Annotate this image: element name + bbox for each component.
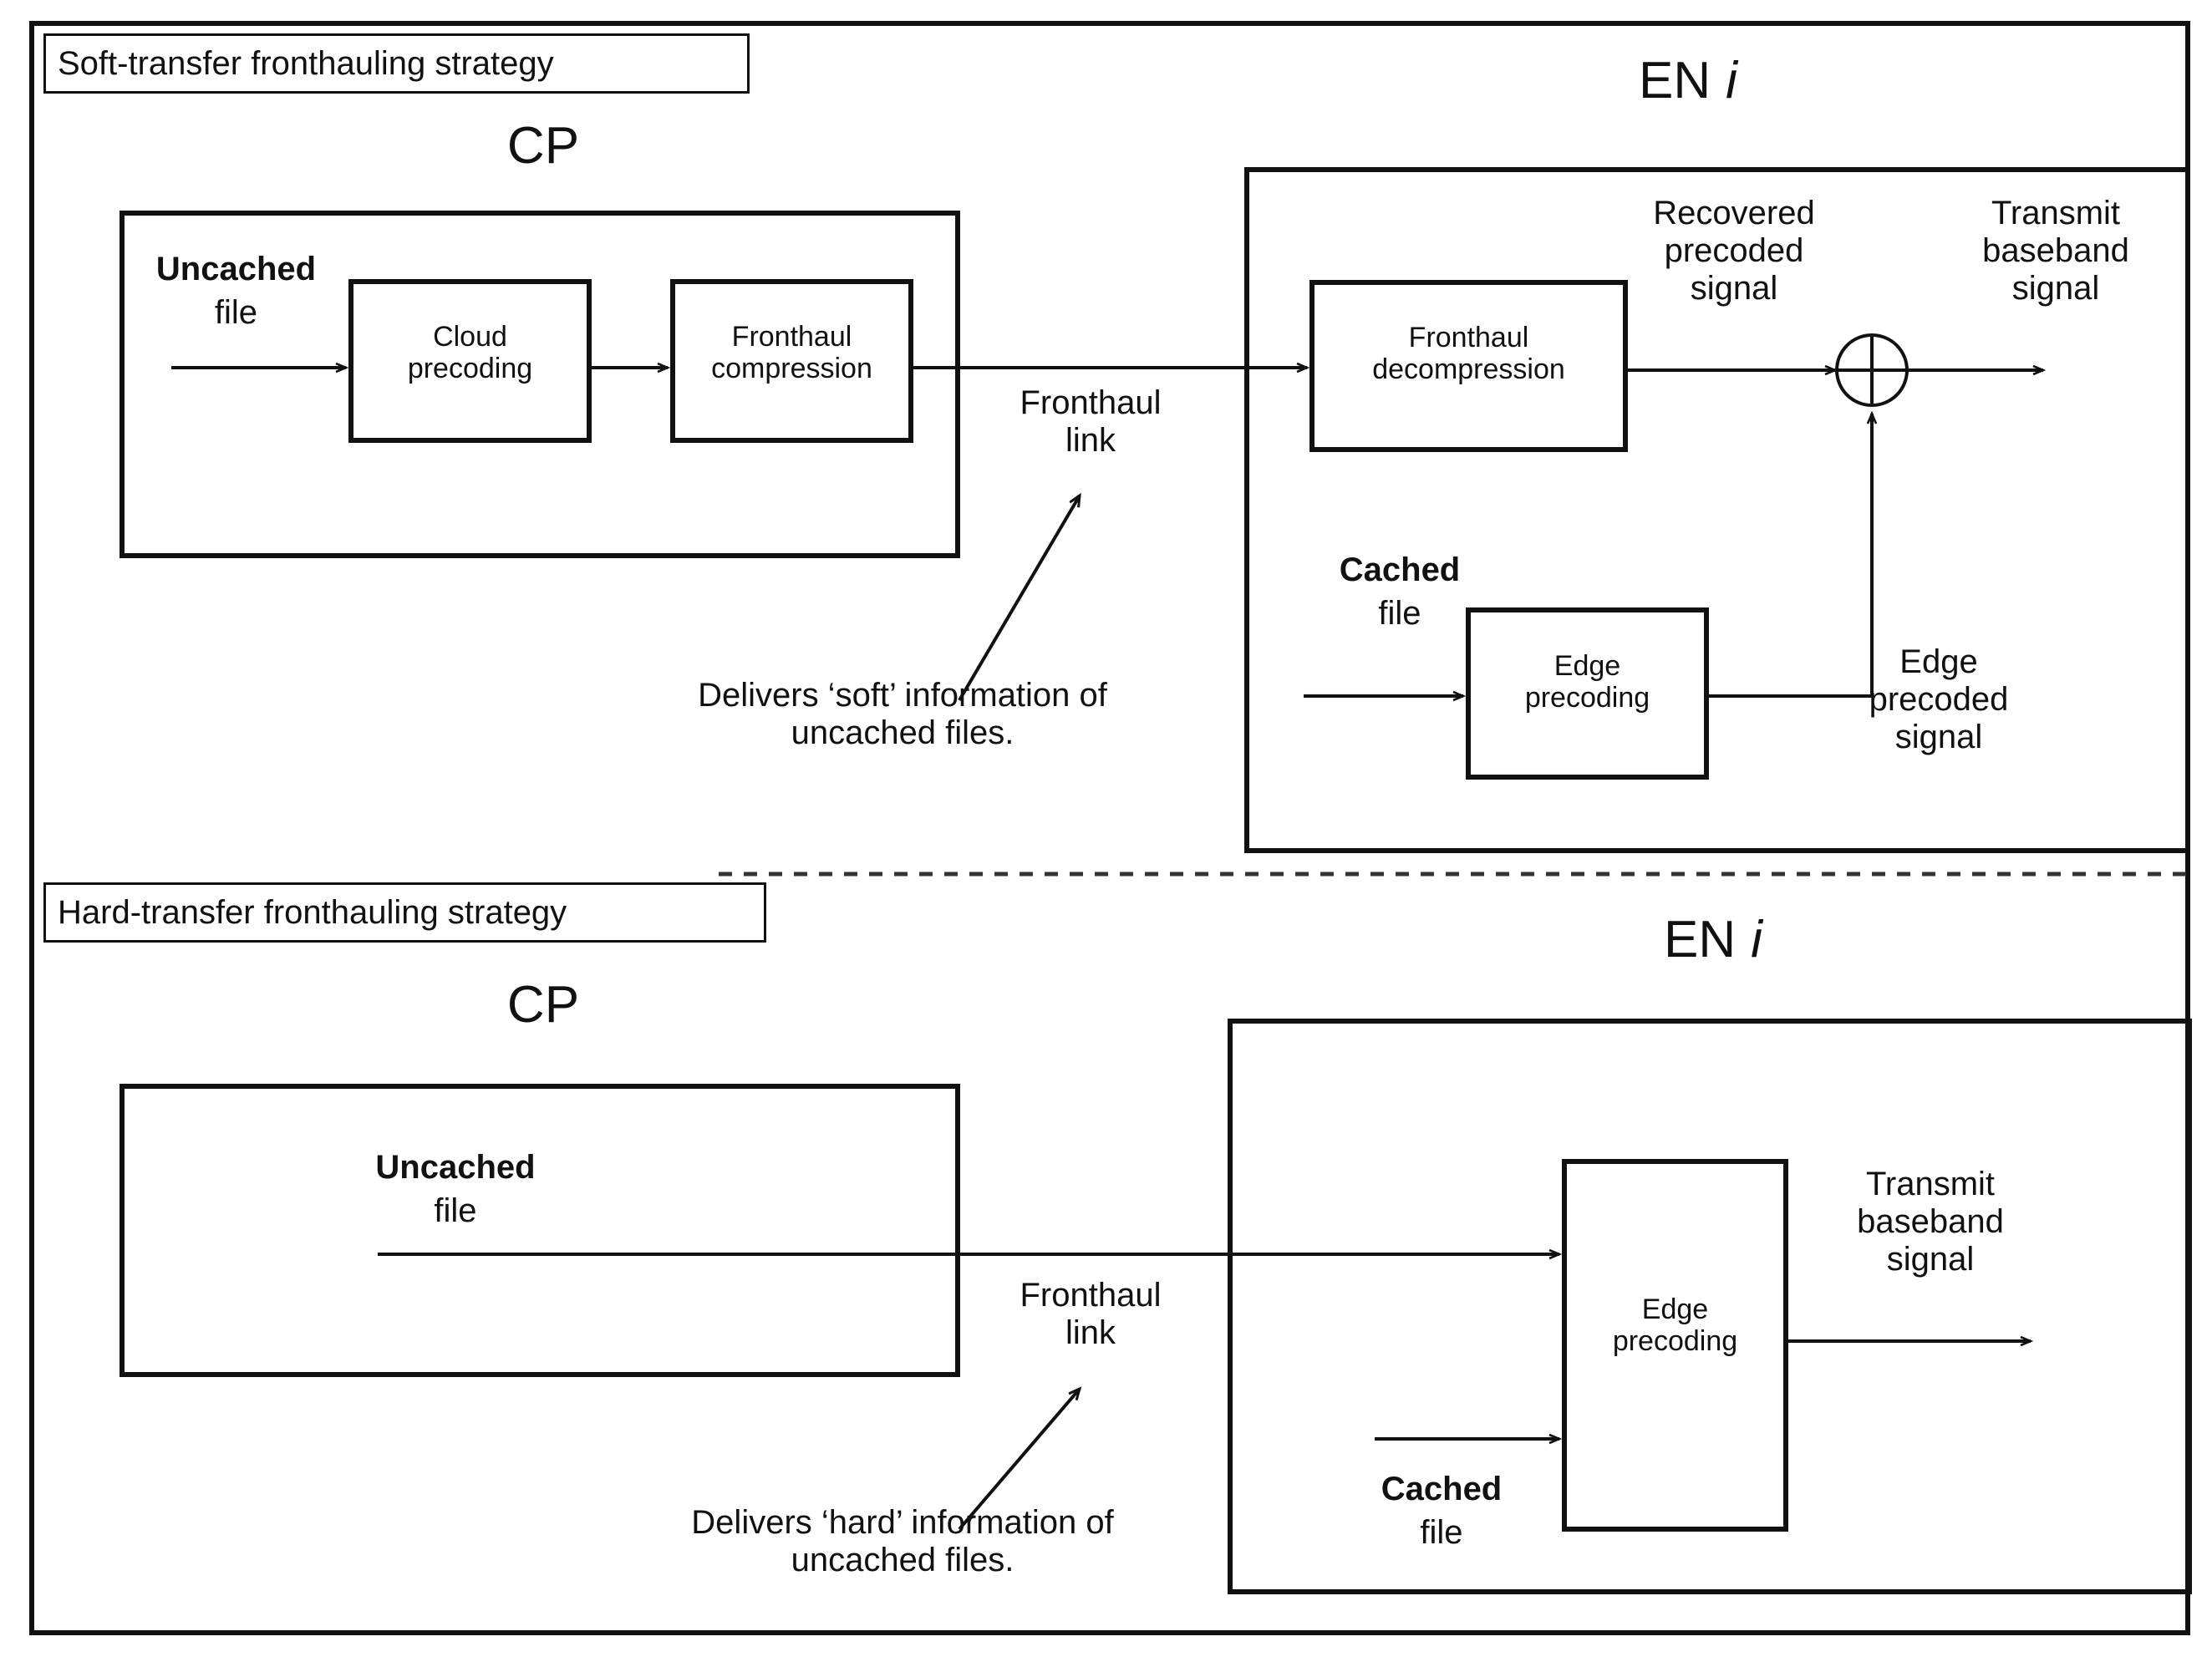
soft-strategy-tag: Soft-transfer fronthauling strategy bbox=[43, 33, 750, 94]
soft-recovered-precoded-signal-label: Recovered precoded signal bbox=[1653, 195, 1815, 307]
hard-en-title-text: EN bbox=[1664, 911, 1737, 968]
hard-edge-precoding-box bbox=[1562, 1159, 1788, 1532]
soft-uncached-file-plain: file bbox=[214, 294, 258, 331]
soft-uncached-file-bold: Uncached bbox=[155, 251, 317, 287]
soft-fronthaul-link-label: Fronthaul link bbox=[1020, 384, 1162, 459]
soft-cached-file-bold: Cached bbox=[1339, 551, 1461, 588]
soft-en-title-text: EN bbox=[1639, 52, 1711, 109]
hard-uncached-file-bold: Uncached bbox=[375, 1149, 536, 1186]
soft-path-edge-to-adder bbox=[1707, 414, 1872, 698]
hard-fronthaul-link-pointer bbox=[958, 1389, 1080, 1531]
soft-fronthaul-note: Delivers ‘soft’ information of uncached … bbox=[698, 677, 1107, 751]
hard-strategy-tag: Hard-transfer fronthauling strategy bbox=[43, 882, 766, 943]
hard-uncached-file-plain: file bbox=[434, 1192, 477, 1229]
hard-strategy-label: Hard-transfer fronthauling strategy bbox=[58, 893, 567, 931]
soft-cp-title: CP bbox=[506, 117, 580, 175]
soft-transmit-baseband-signal-label: Transmit baseband signal bbox=[1982, 195, 2129, 307]
hard-transmit-baseband-signal-label: Transmit baseband signal bbox=[1857, 1166, 2004, 1278]
soft-en-box bbox=[1244, 167, 2190, 853]
soft-fronthaul-decompression-box bbox=[1309, 280, 1628, 452]
soft-strategy-label: Soft-transfer fronthauling strategy bbox=[58, 44, 554, 82]
hard-cached-file-plain: file bbox=[1420, 1514, 1463, 1551]
hard-cp-box bbox=[119, 1084, 960, 1377]
hard-edge-precoding-label: Edge precoding bbox=[1612, 1293, 1738, 1358]
soft-edge-precoding-box bbox=[1466, 607, 1709, 780]
hard-cp-title: CP bbox=[506, 976, 580, 1034]
hard-cached-file-bold: Cached bbox=[1381, 1471, 1503, 1507]
soft-fronthaul-decompression-label: Fronthaul decompression bbox=[1372, 322, 1565, 386]
soft-fronthaul-compression-label: Fronthaul compression bbox=[711, 321, 872, 385]
hard-fronthaul-link-label: Fronthaul link bbox=[1020, 1277, 1162, 1351]
soft-cp-box bbox=[119, 211, 960, 558]
soft-fronthaul-link-pointer bbox=[958, 496, 1080, 702]
hard-en-box bbox=[1228, 1019, 2192, 1594]
soft-en-title-index: i bbox=[1726, 52, 1737, 109]
soft-edge-precoded-signal-label: Edge precoded signal bbox=[1869, 643, 2009, 755]
soft-edge-precoding-label: Edge precoding bbox=[1524, 650, 1650, 714]
soft-en-title: EN i bbox=[1563, 52, 1813, 109]
soft-cloud-precoding-label: Cloud precoding bbox=[407, 321, 533, 385]
soft-cloud-precoding-box bbox=[348, 279, 592, 443]
hard-fronthaul-note: Delivers ‘hard’ information of uncached … bbox=[691, 1504, 1114, 1578]
outer-frame bbox=[29, 21, 2190, 1635]
soft-fronthaul-compression-box bbox=[670, 279, 913, 443]
soft-cached-file-plain: file bbox=[1378, 595, 1421, 632]
hard-en-title-index: i bbox=[1751, 911, 1762, 968]
